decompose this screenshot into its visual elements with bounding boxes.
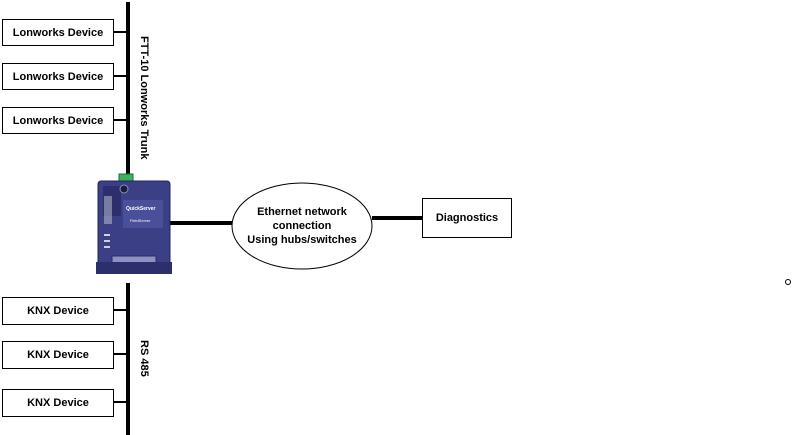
lonworks-device-label: Lonworks Device (12, 70, 104, 83)
knx-device-box[interactable]: KNX Device (2, 297, 114, 325)
gateway-led (104, 240, 110, 242)
lonworks-device-box[interactable]: Lonworks Device (2, 19, 114, 46)
lonworks-device-box[interactable]: Lonworks Device (2, 63, 114, 90)
gateway-led (104, 234, 110, 236)
gateway-led (104, 246, 110, 248)
rs485-trunk-label: RS 485 (138, 340, 150, 377)
knx-device-box[interactable]: KNX Device (2, 389, 114, 417)
gateway-port (119, 184, 129, 194)
diagnostics-box[interactable]: Diagnostics (422, 198, 512, 238)
handle-circle[interactable] (785, 279, 791, 285)
knx-device-box[interactable]: KNX Device (2, 341, 114, 369)
ethernet-line-2: connection (272, 220, 332, 232)
knx-device-label: KNX Device (27, 305, 89, 317)
diagnostics-label: Diagnostics (435, 212, 499, 224)
lonworks-device-label: Lonworks Device (12, 114, 104, 127)
quickserver-gateway-icon: QuickServer FieldServer (96, 173, 172, 274)
ethernet-network-ellipse (231, 182, 373, 270)
lonworks-trunk-label: FTT-10 Lonworks Trunk (138, 36, 150, 160)
knx-device-label: KNX Device (27, 397, 89, 409)
knx-device-label: KNX Device (27, 349, 89, 361)
gateway-dip-switch (104, 196, 112, 224)
ethernet-network-label: Ethernet network connection Using hubs/s… (232, 205, 372, 247)
gateway-maker-text: FieldServer (130, 218, 151, 223)
ethernet-line-3: Using hubs/switches (247, 234, 357, 246)
gateway-label-plate (123, 200, 163, 228)
ethernet-line-1: Ethernet network (257, 206, 347, 218)
gateway-mount (96, 262, 172, 274)
lonworks-device-label: Lonworks Device (12, 26, 104, 39)
gateway-brand-text: QuickServer (126, 206, 156, 212)
lonworks-device-box[interactable]: Lonworks Device (2, 107, 114, 134)
